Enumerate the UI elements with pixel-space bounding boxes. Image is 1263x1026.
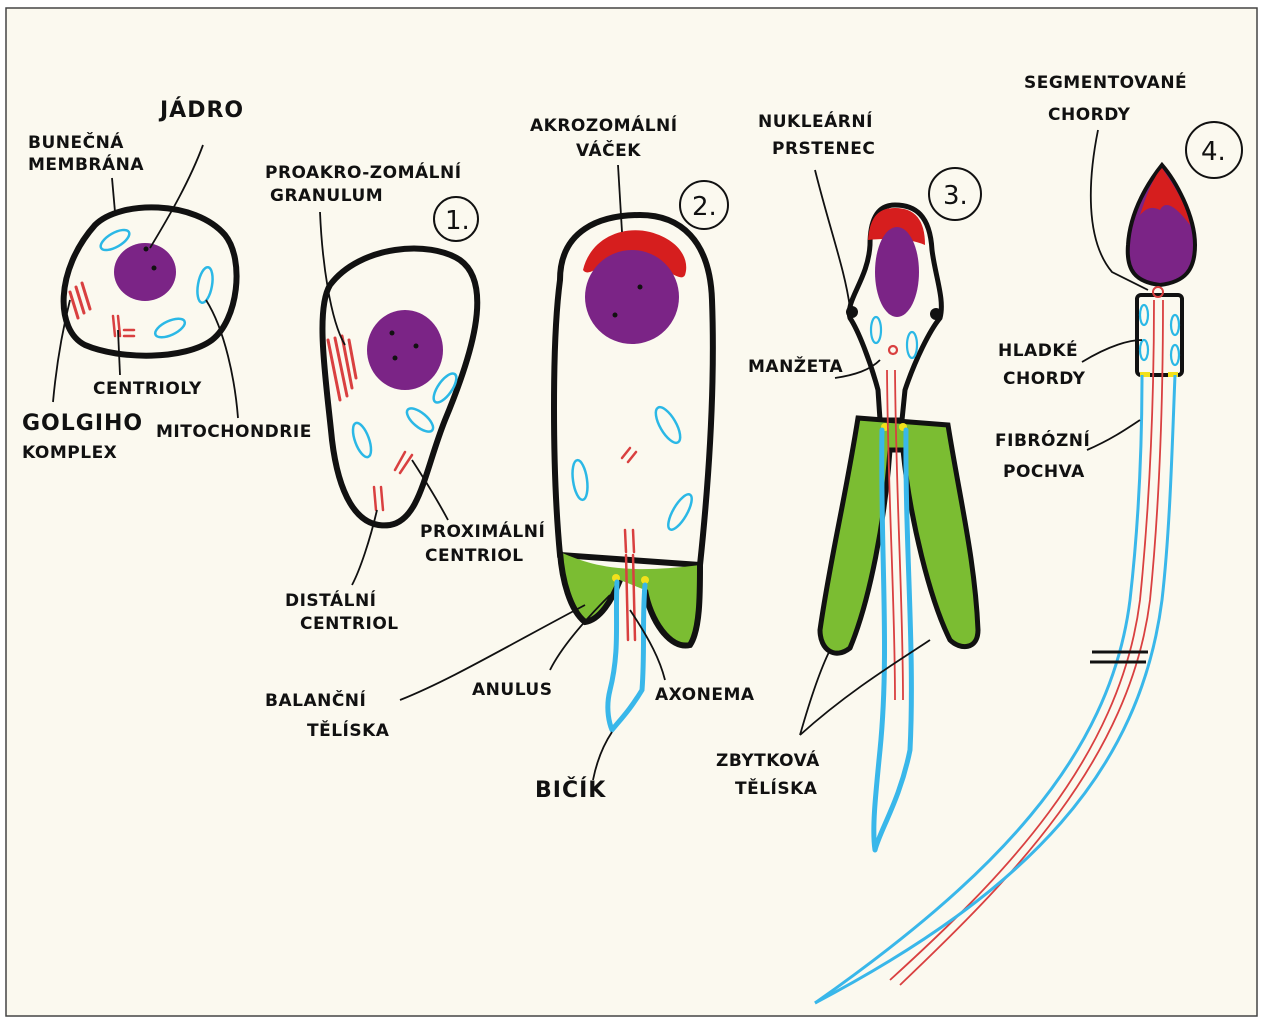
label-zbytkova-1: ZBYTKOVÁ (716, 749, 820, 771)
nucleus (875, 227, 919, 317)
label-hladke-2: CHORDY (1003, 369, 1086, 389)
label-nuklearni-1: NUKLEÁRNÍ (758, 110, 873, 132)
label-distalni-1: DISTÁLNÍ (285, 589, 377, 611)
nucleus (585, 250, 679, 344)
nucleus (367, 310, 443, 390)
label-proakro-2: GRANULUM (270, 186, 383, 206)
label-bunecna-2: MEMBRÁNA (28, 153, 144, 175)
label-segment-2: CHORDY (1048, 105, 1131, 125)
nucleus (114, 243, 176, 301)
label-nuklearni-2: PRSTENEC (772, 139, 875, 159)
label-jadro: JÁDRO (158, 97, 244, 123)
label-bunecna-1: BUNEČNÁ (28, 131, 124, 153)
stage-2-number: 2. (692, 192, 717, 222)
nuclear-ring-left (846, 306, 858, 318)
label-hladke-1: HLADKÉ (998, 339, 1078, 361)
label-bicik: BIČÍK (535, 777, 606, 803)
label-anulus: ANULUS (472, 680, 552, 700)
label-distalni-2: CENTRIOL (300, 614, 399, 634)
label-manzeta: MANŽETA (748, 355, 844, 377)
label-golgiho-2: KOMPLEX (22, 443, 117, 463)
label-fibrozni-1: FIBRÓZNÍ (995, 429, 1090, 451)
label-segment-1: SEGMENTOVANÉ (1024, 71, 1187, 93)
label-fibrozni-2: POCHVA (1003, 462, 1085, 482)
nuclear-ring-right (930, 308, 942, 320)
label-akro-2: VÁČEK (576, 139, 641, 161)
label-golgiho-1: GOLGIHO (22, 411, 143, 436)
label-proximalni-2: CENTRIOL (425, 546, 524, 566)
label-balancni-2: TĚLÍSKA (307, 719, 390, 741)
label-centrioly: CENTRIOLY (93, 379, 202, 399)
stage-4-number: 4. (1201, 137, 1226, 167)
label-proakro-1: PROAKRO-ZOMÁLNÍ (265, 161, 462, 183)
label-akro-1: AKROZOMÁLNÍ (530, 114, 678, 136)
label-balancni-1: BALANČNÍ (265, 689, 366, 711)
stage-3-number: 3. (943, 181, 968, 211)
label-zbytkova-2: TĚLÍSKA (735, 777, 818, 799)
label-mitochondrie: MITOCHONDRIE (156, 422, 312, 442)
stage-1-number: 1. (445, 206, 470, 236)
label-axonema: AXONEMA (655, 685, 755, 705)
label-proximalni-1: PROXIMÁLNÍ (420, 520, 545, 542)
